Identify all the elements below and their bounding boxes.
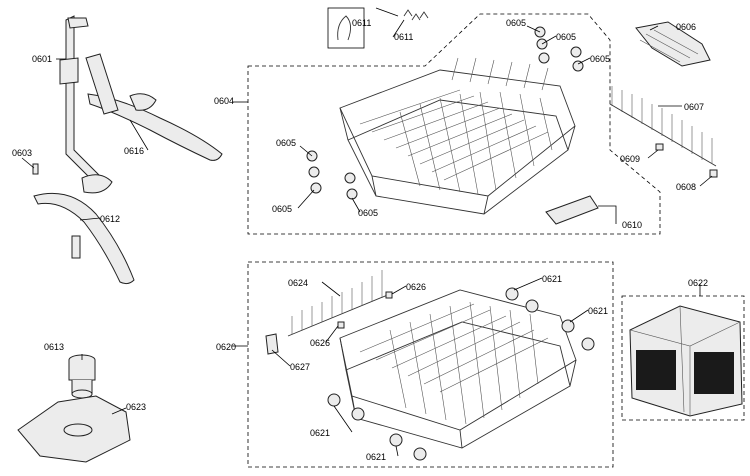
label-0622[interactable]: 0622 [688,278,708,288]
label-0627[interactable]: 0627 [290,362,310,372]
latch-part[interactable] [265,333,279,355]
lower-basket-group-outline [247,261,614,468]
leader-lines [21,7,713,457]
wheel-parts-lower[interactable] [327,287,595,461]
rack-piece-part[interactable] [635,21,711,67]
wheel-parts-upper[interactable] [306,26,584,200]
label-0608[interactable]: 0608 [676,182,696,192]
small-clip-part[interactable] [655,143,664,151]
lower-spray-arm-part[interactable] [33,192,135,285]
label-0605-c[interactable]: 0605 [590,54,610,64]
label-0605-d[interactable]: 0605 [276,138,296,148]
feed-pipe-part[interactable] [59,15,113,194]
lower-clip-parts[interactable] [337,291,393,329]
label-0621-d[interactable]: 0621 [366,452,386,462]
label-0605-f[interactable]: 0605 [358,208,378,218]
upper-basket-group-outline [247,13,661,235]
screw-part[interactable] [32,163,39,175]
label-0621-a[interactable]: 0621 [542,274,562,284]
handle-part[interactable] [545,195,599,225]
label-0607[interactable]: 0607 [684,102,704,112]
upper-spray-arm-part[interactable] [85,53,223,161]
label-0605-a[interactable]: 0605 [506,18,526,28]
label-0626-b[interactable]: 0626 [310,338,330,348]
label-0610[interactable]: 0610 [622,220,642,230]
label-0601[interactable]: 0601 [32,54,52,64]
lower-basket-part[interactable] [339,289,577,449]
label-0613[interactable]: 0613 [44,342,64,352]
label-0611-b[interactable]: 0611 [394,32,413,42]
label-0609[interactable]: 0609 [620,154,640,164]
label-0605-b[interactable]: 0605 [556,32,576,42]
label-0603[interactable]: 0603 [12,148,32,158]
label-0604[interactable]: 0604 [214,96,234,106]
label-0605-e[interactable]: 0605 [272,204,292,214]
tine-rack-part[interactable] [609,86,717,167]
end-clip-part[interactable] [709,169,718,178]
filter-cylinder-part[interactable] [68,354,96,399]
label-0624[interactable]: 0624 [288,278,308,288]
label-0621-c[interactable]: 0621 [310,428,330,438]
label-0626-a[interactable]: 0626 [406,282,426,292]
part-labels: 0601 0603 0604 0605 0605 0605 0605 0605 … [12,18,708,462]
cutlery-basket-part[interactable] [629,305,743,417]
clip-part-group[interactable] [327,7,429,49]
fine-filter-plate-part[interactable] [17,395,131,463]
label-0611-a[interactable]: 0611 [352,18,371,28]
label-0616[interactable]: 0616 [124,146,144,156]
lower-tine-rack-part[interactable] [287,270,391,337]
label-0606[interactable]: 0606 [676,22,696,32]
label-0623[interactable]: 0623 [126,402,146,412]
label-0620[interactable]: 0620 [216,342,236,352]
cutlery-basket-group-outline [621,295,745,421]
label-0612[interactable]: 0612 [100,214,120,224]
upper-basket-part[interactable] [339,57,576,215]
label-0621-b[interactable]: 0621 [588,306,608,316]
